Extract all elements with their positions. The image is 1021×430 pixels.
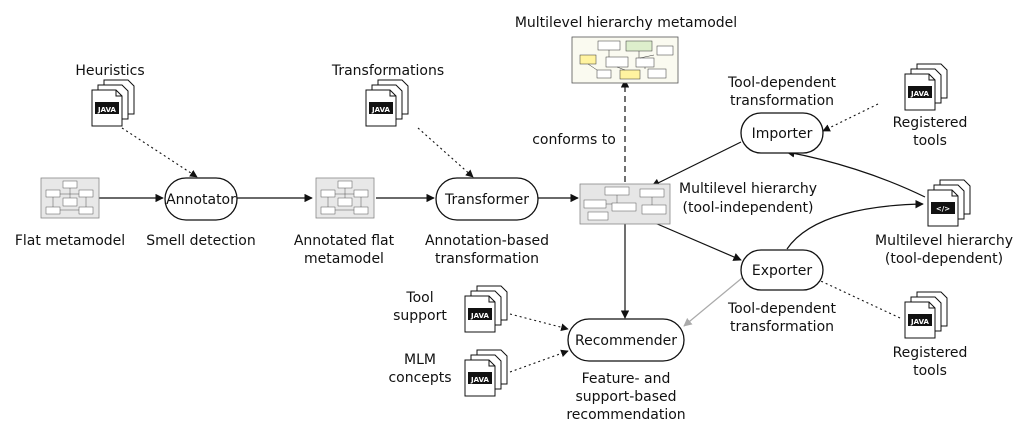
- edge-exporter-to-tooldep: [786, 199, 924, 250]
- mlh-metamodel-thumbnail: [571, 36, 679, 84]
- mlh-metamodel-label: Multilevel hierarchy metamodel: [515, 15, 737, 31]
- edge-exporter-to-recommender: [683, 277, 743, 327]
- tool-dependent-top-label-2: transformation: [730, 93, 834, 109]
- mlm-concepts-label-1: MLM: [404, 352, 436, 368]
- mlh-dependent-label-1: Multilevel hierarchy: [875, 233, 1013, 249]
- process-nodes: Annotator Transformer Importer Exporter …: [164, 112, 824, 362]
- tool-dependent-bottom-label-2: transformation: [730, 319, 834, 335]
- exporter-label: Exporter: [752, 263, 812, 279]
- edge-tool-support-to-recommender: [509, 313, 569, 331]
- mlm-concepts-java-icon: JAVA: [464, 349, 508, 397]
- recommender-node: Recommender: [567, 318, 685, 362]
- edge-tooldep-to-importer: [786, 149, 926, 198]
- registered-tools-bottom-label-1: Registered: [893, 345, 968, 361]
- svg-text:JAVA: JAVA: [910, 318, 929, 326]
- edges: [99, 141, 926, 319]
- recommendation-label-2: support-based: [575, 389, 676, 405]
- edge-mlh-to-exporter: [647, 219, 742, 261]
- registered-tools-top-label-2: tools: [913, 133, 947, 149]
- edge-heuristics-to-annotator: [121, 127, 198, 178]
- heuristics-java-icon: JAVA: [91, 79, 135, 127]
- annotated-metamodel-thumbnail: [315, 177, 375, 219]
- annotator-label: Annotator: [166, 192, 236, 208]
- registered-tools-bottom-label-2: tools: [913, 363, 947, 379]
- tool-support-java-icon: JAVA: [464, 285, 508, 333]
- edge-transformations-to-transformer: [417, 127, 474, 178]
- tool-dependent-bottom-label-1: Tool-dependent: [727, 301, 836, 317]
- annotation-based-label-1: Annotation-based: [425, 233, 549, 249]
- transformer-label: Transformer: [444, 192, 529, 208]
- registered-bottom-java-icon: JAVA: [904, 291, 948, 339]
- exporter-node: Exporter: [740, 249, 824, 291]
- recommender-label: Recommender: [575, 333, 677, 349]
- edge-mlm-concepts-to-recommender: [509, 349, 569, 373]
- mlh-dependent-label-2: (tool-dependent): [885, 251, 1003, 267]
- svg-text:JAVA: JAVA: [470, 312, 489, 320]
- svg-text:JAVA: JAVA: [371, 106, 390, 114]
- smell-detection-label: Smell detection: [146, 233, 255, 249]
- recommendation-label-1: Feature- and: [582, 371, 671, 387]
- text-labels: Heuristics Transformations Multilevel hi…: [15, 15, 1013, 423]
- registered-top-java-icon: JAVA: [904, 63, 948, 111]
- annotated-flat-label-1: Annotated flat: [294, 233, 395, 249]
- tool-support-label-1: Tool: [405, 290, 433, 306]
- edge-registered-top-to-importer: [822, 103, 879, 132]
- svg-text:</>: </>: [936, 205, 950, 213]
- transformations-java-icon: JAVA: [365, 79, 409, 127]
- importer-node: Importer: [740, 112, 824, 154]
- xml-file-icon: </>: [927, 179, 971, 227]
- registered-tools-top-label-1: Registered: [893, 115, 968, 131]
- mlh-independent-thumbnail: [579, 183, 671, 225]
- annotated-flat-label-2: metamodel: [304, 251, 384, 267]
- tool-support-label-2: support: [393, 308, 447, 324]
- mlh-independent-label-2: (tool-independent): [683, 200, 814, 216]
- recommendation-label-3: recommendation: [566, 407, 685, 423]
- heuristics-label: Heuristics: [75, 63, 144, 79]
- mlh-independent-label-1: Multilevel hierarchy: [679, 181, 817, 197]
- transformer-node: Transformer: [435, 177, 539, 221]
- edge-importer-to-mlh: [651, 141, 742, 187]
- annotation-based-label-2: transformation: [435, 251, 539, 267]
- flat-metamodel-label: Flat metamodel: [15, 233, 125, 249]
- edge-registered-bottom-to-exporter: [809, 275, 901, 319]
- importer-label: Importer: [752, 126, 813, 142]
- dotted-edges: [121, 103, 901, 373]
- svg-text:JAVA: JAVA: [470, 376, 489, 384]
- annotator-node: Annotator: [164, 177, 238, 221]
- tool-dependent-top-label-1: Tool-dependent: [727, 75, 836, 91]
- mlm-concepts-label-2: concepts: [388, 370, 451, 386]
- transformations-label: Transformations: [331, 63, 444, 79]
- conforms-to-label: conforms to: [532, 132, 616, 148]
- flat-metamodel-thumbnail: [40, 177, 100, 219]
- svg-text:JAVA: JAVA: [910, 90, 929, 98]
- svg-text:JAVA: JAVA: [97, 106, 116, 114]
